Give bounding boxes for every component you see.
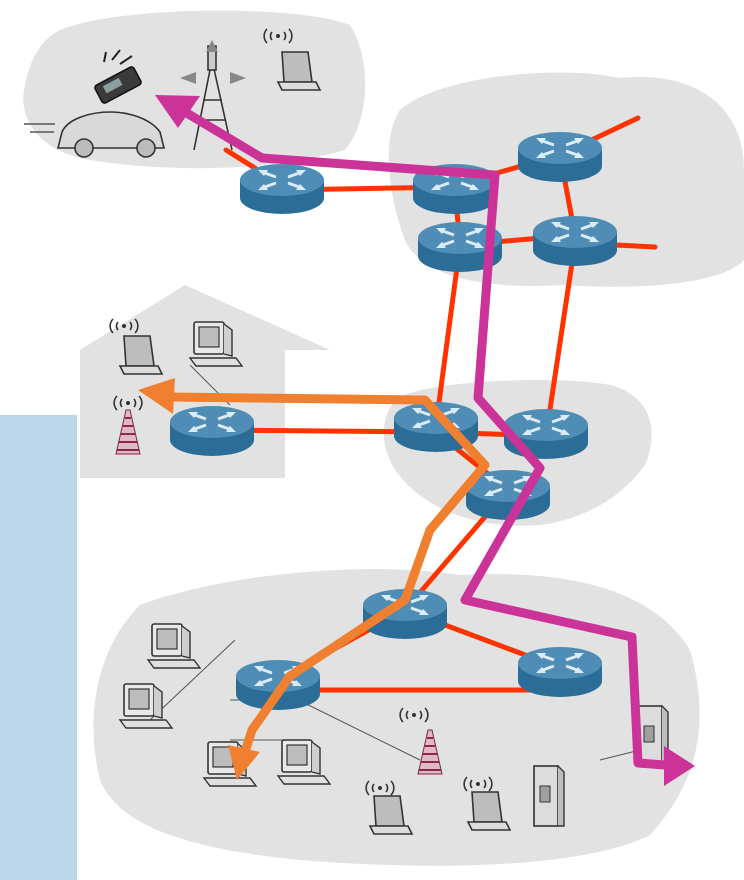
router xyxy=(516,130,604,184)
router xyxy=(502,407,590,461)
side-panel xyxy=(0,415,77,880)
router xyxy=(531,214,619,268)
magenta-path xyxy=(155,95,695,786)
car xyxy=(24,111,166,158)
router xyxy=(516,645,604,699)
radio-wave-arrows xyxy=(180,40,246,84)
signal-icon xyxy=(103,49,133,65)
router xyxy=(238,162,326,216)
server xyxy=(533,765,565,827)
cell-phone xyxy=(94,66,142,104)
server xyxy=(637,705,669,767)
orange-path xyxy=(138,378,490,780)
router xyxy=(168,404,256,458)
